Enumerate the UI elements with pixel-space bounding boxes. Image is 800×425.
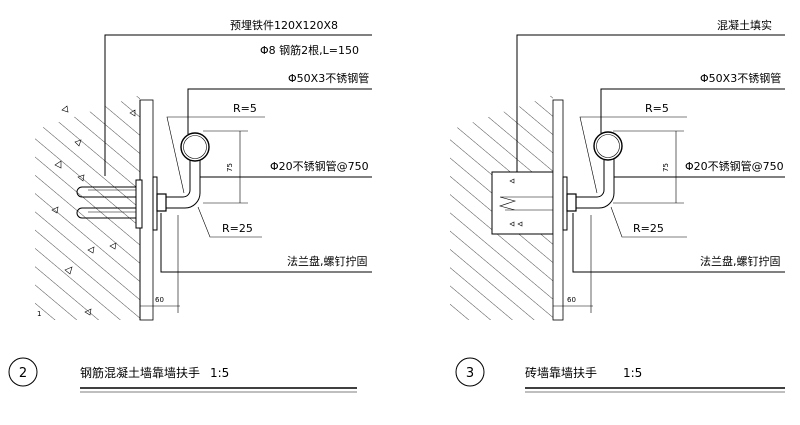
label-support-tube: Φ20不锈钢管@750 <box>685 159 784 173</box>
concrete-fill-block <box>491 171 554 235</box>
flange-plate <box>152 176 158 231</box>
handrail-tube <box>593 131 623 161</box>
support-tube <box>166 158 201 209</box>
detail-2: 1 预埋铁件120X120X8 Φ8 钢筋2根,L=150 Φ50X3不锈钢管 … <box>8 19 372 393</box>
corner-mark: 1 <box>37 310 41 318</box>
dim-height: 75 <box>226 163 234 172</box>
support-tube <box>576 158 615 209</box>
detail-number-circle <box>8 357 38 387</box>
aggregate-marks <box>51 105 136 316</box>
detail-title: 钢筋混凝土墙靠墙扶手 <box>80 365 200 380</box>
label-embedded-plate: 预埋铁件120X120X8 <box>230 19 338 32</box>
label-radius-small: R=5 <box>645 102 669 115</box>
handrail-tube <box>180 132 210 162</box>
detail-number: 2 <box>19 366 27 381</box>
rebar-loops <box>76 186 136 219</box>
dim-offset: 60 <box>567 296 576 304</box>
label-handrail-tube: Φ50X3不锈钢管 <box>700 71 781 85</box>
dim-offset: 60 <box>155 296 164 304</box>
dim-height: 75 <box>662 163 670 172</box>
label-support-tube: Φ20不锈钢管@750 <box>270 159 369 173</box>
detail-number-circle <box>455 357 485 387</box>
embedded-plate <box>135 179 143 229</box>
label-handrail-tube: Φ50X3不锈钢管 <box>288 71 369 85</box>
label-concrete-fill: 混凝土填实 <box>717 18 772 32</box>
detail-number: 3 <box>466 366 474 381</box>
label-rebar: Φ8 钢筋2根,L=150 <box>260 43 359 57</box>
flange-nut <box>566 193 577 212</box>
label-radius-large: R=25 <box>633 222 664 235</box>
label-radius-large: R=25 <box>222 222 253 235</box>
label-radius-small: R=5 <box>233 102 257 115</box>
flange-nut <box>156 193 167 212</box>
label-flange: 法兰盘,螺钉拧固 <box>700 254 781 268</box>
plaster-layer <box>552 99 564 321</box>
detail-3: 混凝土填实 Φ50X3不锈钢管 R=5 Φ20不锈钢管@750 R=25 75 … <box>450 18 785 393</box>
detail-scale: 1:5 <box>210 366 229 380</box>
detail-scale: 1:5 <box>623 366 642 380</box>
label-flange: 法兰盘,螺钉拧固 <box>287 254 368 268</box>
detail-title: 砖墙靠墙扶手 <box>525 365 597 380</box>
